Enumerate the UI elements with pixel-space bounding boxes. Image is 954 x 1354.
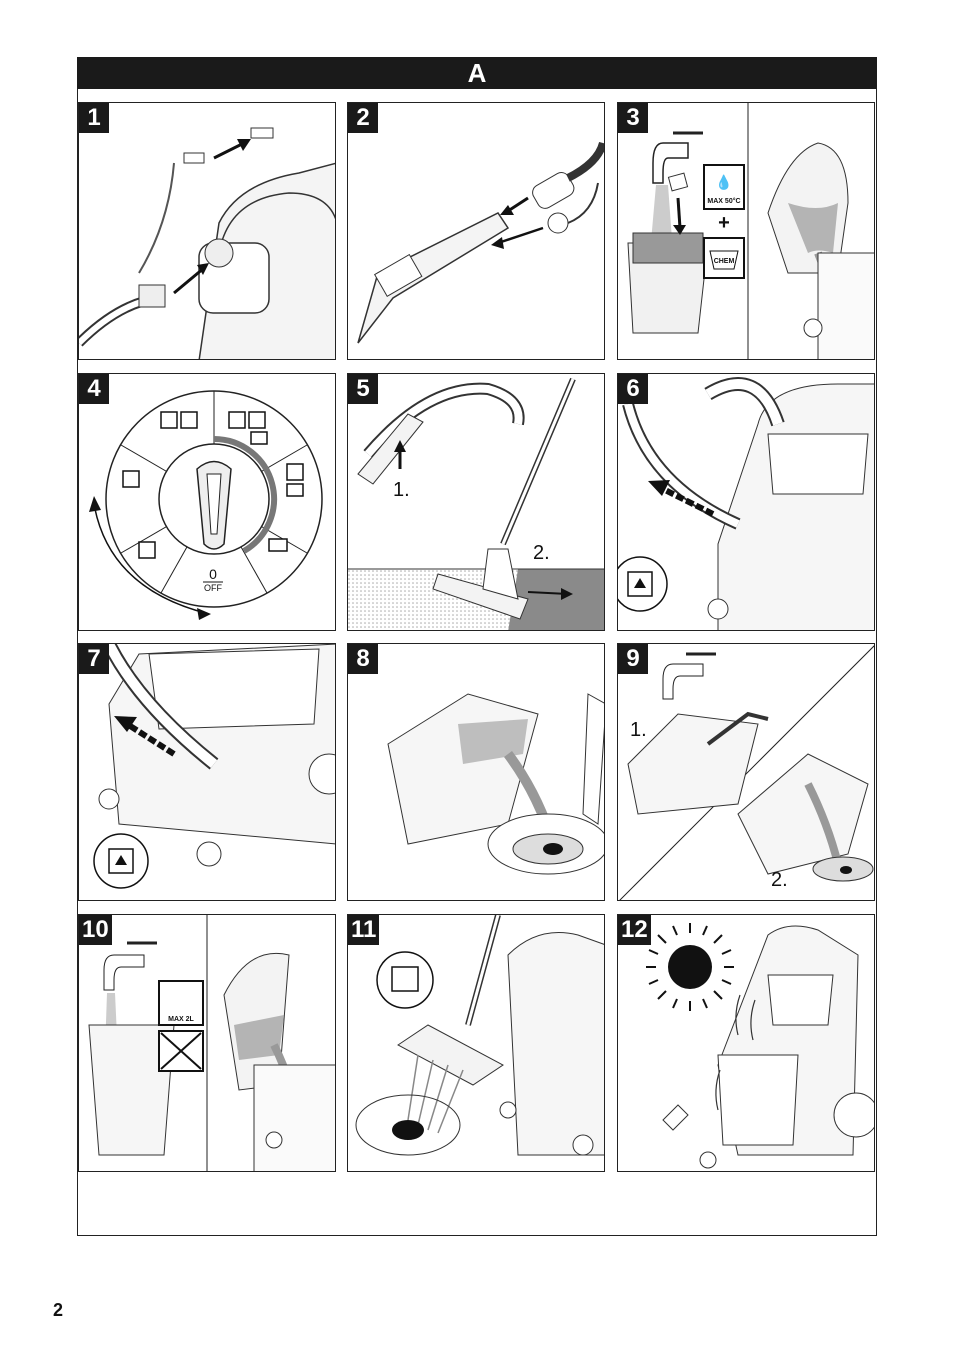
illustration-mode-dial: 0 OFF [89,390,323,620]
panel-2: 2 [347,102,605,360]
panel-number: 5 [348,374,378,404]
panel-number: 4 [79,374,109,404]
panel-4: 4 0 OFF [78,373,336,631]
illustration-hose-storage [93,644,335,889]
illustration-rinse-tank: 1. 2. [619,645,874,900]
svg-text:💧: 💧 [715,174,732,191]
step-1-label: 1. [393,479,410,501]
illustration-rinse-water: MAX 2L [88,915,335,1171]
panel-number: 2 [348,103,378,133]
dial-off: OFF [204,583,222,593]
panel-number: 3 [618,103,648,133]
panel-number: 12 [618,915,651,945]
dial-zero: 0 [209,566,217,582]
illustration-empty-tank [387,693,604,875]
plus-sign: + [718,212,730,234]
temp-label: MAX 50°C [707,197,740,205]
panel-6: 6 [617,373,875,631]
step-2-label: 2. [771,869,788,891]
illustration-handle-connect [357,141,604,344]
panel-12: 12 [617,914,875,1172]
page-number: 2 [53,1300,64,1320]
panel-5: 5 1. 2. [347,373,605,631]
section-header: A [77,57,877,89]
panel-number: 6 [618,374,648,404]
illustration-suction-hose [618,377,874,630]
illustration-clean-nozzle [355,915,604,1156]
panel-number: 1 [79,103,109,133]
panel-number: 8 [348,644,378,674]
step-1-label: 1. [630,719,647,741]
panel-number: 9 [618,644,648,674]
panel-10: 10 MAX 2L [78,914,336,1172]
panel-11: 11 [347,914,605,1172]
illustration-dry-unit [646,923,874,1169]
illustration-fill-tank: 💧 MAX 50°C + CHEM [627,103,874,359]
panel-8: 8 [347,643,605,901]
chem-label: CHEM [714,258,735,265]
step-2-label: 2. [533,542,550,564]
panel-number: 11 [348,915,380,945]
panel-number: 10 [79,915,112,945]
panel-number: 7 [79,644,109,674]
panel-3: 3 💧 MAX 50°C + CHEM [617,102,875,360]
illustration-spray-carpet: 1. 2. [348,377,604,630]
panel-7: 7 [78,643,336,901]
panel-9: 9 1. 2. [617,643,875,901]
panel-1: 1 [78,102,336,360]
illustration-hose-connect [79,127,335,359]
sun-icon [646,923,734,1011]
max-label: MAX 2L [168,1016,194,1023]
